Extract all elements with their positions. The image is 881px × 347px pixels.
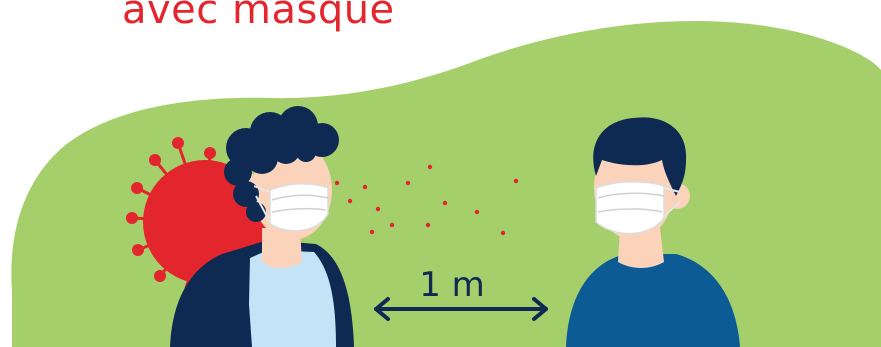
- distance-label: 1 m: [402, 265, 502, 305]
- infected-mask: [270, 184, 328, 231]
- healthy-mask: [596, 182, 664, 234]
